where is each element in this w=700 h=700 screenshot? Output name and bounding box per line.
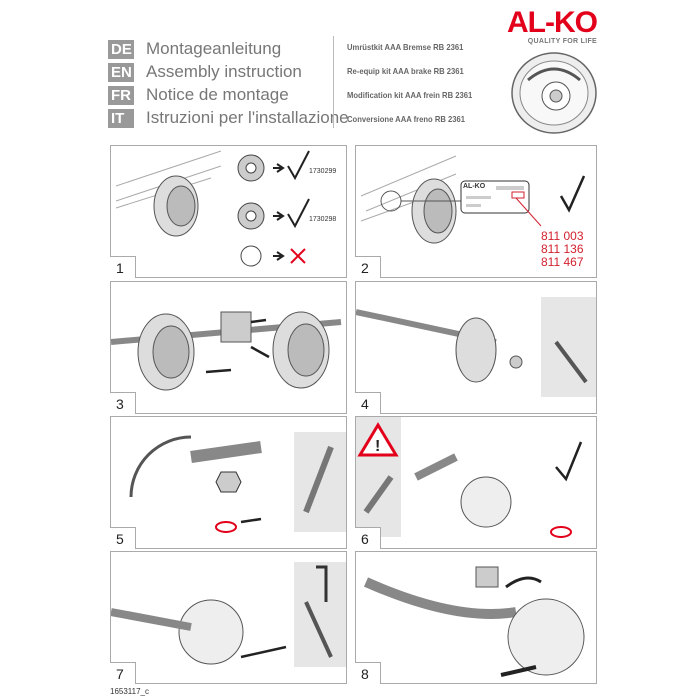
svg-text:!: ! xyxy=(375,438,380,455)
alko-logo: AL-KO QUALITY FOR LIFE xyxy=(505,6,598,46)
part-number: 811 136 xyxy=(541,242,584,256)
lang-code: EN xyxy=(108,62,134,82)
kit-name: Modification kit AAA frein RB 2361 xyxy=(347,90,473,100)
wheel-illustration xyxy=(115,150,310,267)
type-plate-illustration xyxy=(360,155,586,244)
step-number: 8 xyxy=(355,662,381,684)
doc-title: Assembly instruction xyxy=(146,62,302,81)
tagline: QUALITY FOR LIFE xyxy=(527,38,597,45)
step-5-panel: 5 xyxy=(110,416,347,549)
plate-brand: AL-KO xyxy=(463,183,486,190)
brake-drum-illustration xyxy=(511,52,597,134)
doc-title: Istruzioni per l'installazione xyxy=(146,108,349,127)
step-number: 6 xyxy=(355,527,381,549)
step-6-panel: ! 6 xyxy=(355,416,597,549)
step-number: 4 xyxy=(355,392,381,414)
step-number: 2 xyxy=(355,256,381,278)
lang-code: DE xyxy=(108,39,134,59)
divider xyxy=(333,36,334,128)
brake-assembly-illustration xyxy=(111,562,346,667)
step-4-panel: 4 xyxy=(355,281,597,414)
part-number-list: 811 003 811 136 811 467 xyxy=(541,230,584,269)
doc-title: Montageanleitung xyxy=(146,39,282,58)
lang-code: IT xyxy=(108,108,134,128)
step-3-panel: 3 xyxy=(110,281,347,414)
part-number: 811 003 xyxy=(541,229,584,243)
lang-code: FR xyxy=(108,85,134,105)
step-1-panel: 1730299 1730298 1 xyxy=(110,145,347,278)
kit-name: Re-equip kit AAA brake RB 2361 xyxy=(347,66,464,76)
brand-name: AL-KO xyxy=(507,6,598,39)
final-assembly-illustration xyxy=(363,566,585,677)
part-number: 811 467 xyxy=(541,255,584,269)
part-code: 1730298 xyxy=(309,216,337,223)
step-number: 5 xyxy=(110,527,136,549)
part-code: 1730299 xyxy=(309,168,337,175)
adjustment-illustration: ! xyxy=(356,417,583,538)
brake-shoe-illustration xyxy=(129,432,346,533)
kit-names: Umrüstkit AAA Bremse RB 2361 Re-equip ki… xyxy=(347,40,486,136)
step-number: 7 xyxy=(110,662,136,684)
kit-name: Conversione AAA freno RB 2361 xyxy=(347,114,466,124)
step-7-panel: 7 xyxy=(110,551,347,684)
kit-name: Umrüstkit AAA Bremse RB 2361 xyxy=(347,42,464,52)
step-8-panel: 8 xyxy=(355,551,597,684)
document-number: 1653117_c xyxy=(110,687,149,696)
step-number: 3 xyxy=(110,392,136,414)
doc-title: Notice de montage xyxy=(146,85,289,104)
language-titles: DE Montageanleitung EN Assembly instructio… xyxy=(108,38,349,130)
wheel-removal-illustration xyxy=(111,311,342,391)
step-2-panel: AL-KO 811 003 811 136 811 467 2 xyxy=(355,145,597,278)
step-number: 1 xyxy=(110,256,136,278)
drum-removal-illustration xyxy=(356,297,596,397)
